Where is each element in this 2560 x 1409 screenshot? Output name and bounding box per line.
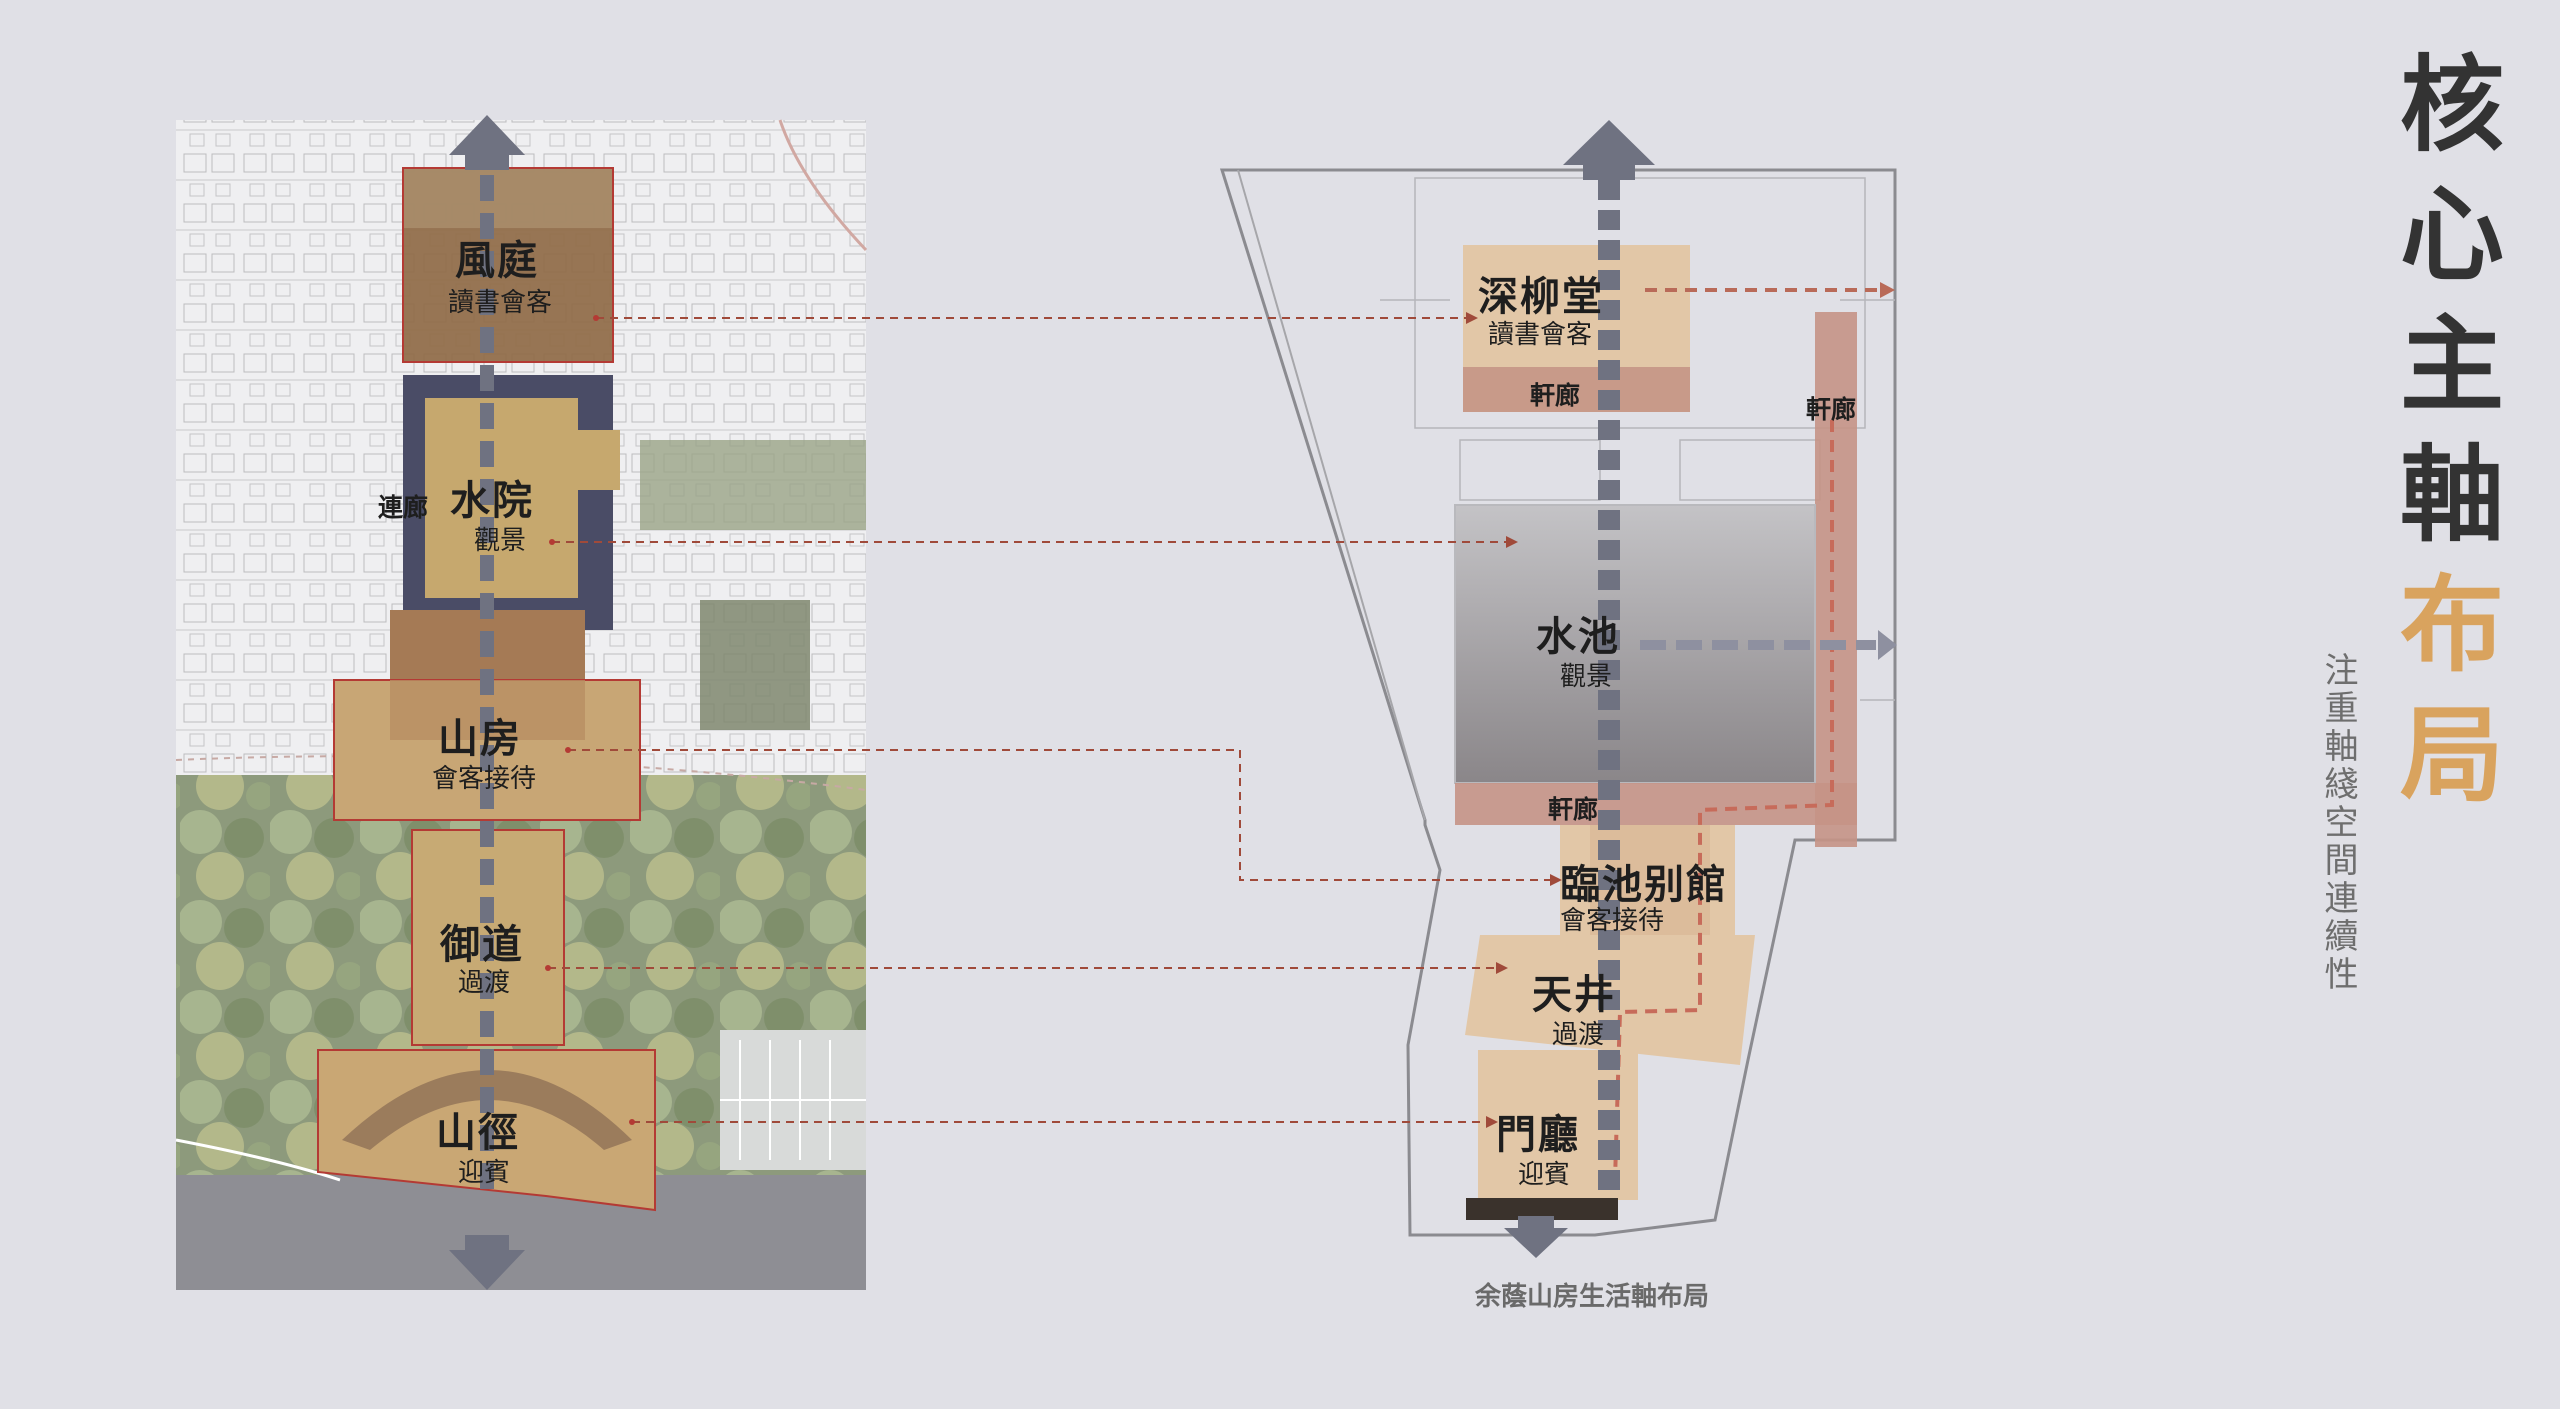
page-subtitle: 注重軸綫空間連續性 (2318, 652, 2358, 994)
zone-sub-menting: 迎賓 (1518, 1160, 1571, 1190)
right-axis-arrow-top (1563, 120, 1655, 180)
zone-sub-shenliutang: 讀書會客 (1488, 320, 1593, 350)
right-axis (1598, 180, 1620, 1190)
left-site-plan (175, 115, 868, 1290)
page-title: 核 心 主 軸 布 局 (2392, 40, 2512, 820)
zone-label-shuiyuan: 水院 (450, 477, 534, 524)
connector-arrowheads (1466, 312, 1562, 1128)
zone-label-yudao: 御道 (440, 921, 524, 968)
zone-label-linchibieguan: 臨池别館 (1560, 861, 1728, 908)
title-char-accent: 布 (2399, 563, 2504, 686)
zone-label-shuichi: 水池 (1536, 613, 1620, 660)
title-char: 主 (2399, 303, 2504, 426)
plan-caption: 余蔭山房生活軸布局 (1474, 1282, 1709, 1312)
zone-fengting-box (402, 167, 614, 363)
left-axis (480, 175, 494, 1189)
zone-sub-shanjing: 迎賓 (458, 1158, 511, 1188)
zone-shuiyuan-box (403, 375, 620, 630)
side-label-lianlang: 連廊 (378, 493, 429, 522)
link-shanfang (568, 749, 1555, 881)
zone-label-menting: 門廳 (1496, 1111, 1580, 1158)
zone-sub-shuichi: 觀景 (1560, 662, 1613, 692)
corridor-label-right: 軒廊 (1806, 395, 1857, 424)
zone-label-shenliutang: 深柳堂 (1478, 273, 1604, 320)
right-floor-plan (1219, 120, 1897, 1258)
zone-sub-shuiyuan: 觀景 (474, 526, 527, 556)
zone-label-shanjing: 山徑 (436, 1109, 520, 1156)
left-axis-arrow-bottom (449, 1235, 525, 1290)
zone-sub-shanfang: 會客接待 (432, 764, 537, 794)
connector-dots (545, 315, 635, 1125)
corridor-label-top: 軒廊 (1530, 381, 1581, 410)
connector-lines (548, 317, 1555, 1123)
left-axis-arrow-top (449, 115, 525, 170)
title-char: 軸 (2399, 433, 2504, 556)
zone-sub-linchibieguan: 會客接待 (1560, 906, 1665, 936)
zone-label-shanfang: 山房 (438, 715, 522, 762)
title-char: 心 (2399, 173, 2504, 296)
right-axis-arrow-bottom (1504, 1216, 1568, 1258)
zone-sub-fengting: 讀書會客 (448, 288, 553, 318)
zone-label-fengting: 風庭 (455, 237, 539, 284)
zone-sub-yudao: 過渡 (458, 968, 511, 998)
pool-cross-axis (1640, 630, 1897, 660)
corridor-label-pool-bottom: 軒廊 (1548, 795, 1599, 824)
title-char: 核 (2399, 43, 2504, 166)
zone-label-tianjing: 天井 (1532, 971, 1616, 1018)
title-char-accent: 局 (2399, 693, 2504, 816)
zone-sub-tianjing: 過渡 (1552, 1020, 1605, 1050)
